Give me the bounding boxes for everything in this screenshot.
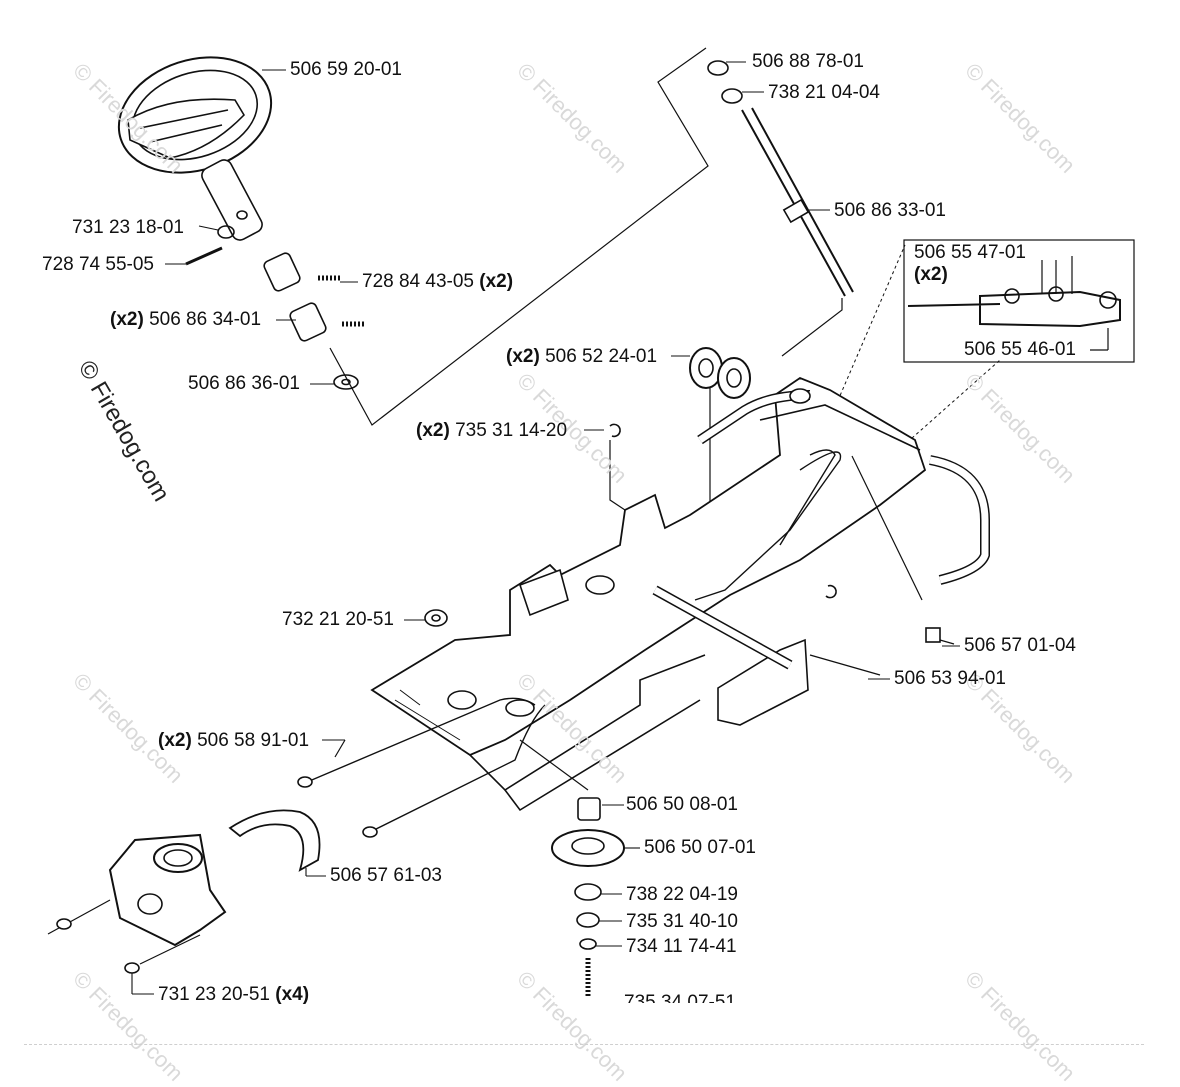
label-main-pulley: 506 50 07-01 bbox=[644, 837, 756, 858]
steering-wheel-drawing bbox=[117, 56, 273, 241]
label-bolt-frame: 506 57 01-04 bbox=[964, 635, 1076, 656]
label-bushing-top: 506 88 78-01 bbox=[752, 51, 864, 72]
detail-inset bbox=[903, 239, 1135, 363]
label-bushing-pulley: 506 50 08-01 bbox=[626, 794, 738, 815]
label-clip: (x2) 735 31 14-20 bbox=[416, 420, 568, 441]
leader-lines bbox=[131, 61, 960, 995]
steering-shaft-drawing bbox=[707, 60, 854, 297]
label-cable-clamp: 506 55 47-01 bbox=[914, 242, 1026, 263]
label-set-screw: 728 84 43-05 (x2) bbox=[362, 271, 514, 292]
label-washer-wheel: 506 86 36-01 bbox=[188, 373, 300, 394]
label-screw-wheel: 728 74 55-05 bbox=[42, 254, 154, 275]
bracket-drawing bbox=[228, 809, 321, 872]
label-bolt-bottom: 735 34 07-51 bbox=[624, 992, 736, 1003]
label-nut-gear: 731 23 20-51 (x4) bbox=[158, 984, 310, 1005]
label-pin: 506 53 94-01 bbox=[894, 668, 1006, 689]
label-nut-frame: 732 21 20-51 bbox=[282, 609, 394, 630]
label-cable: (x2) 506 58 91-01 bbox=[158, 730, 310, 751]
steering-gear-drawing bbox=[47, 833, 227, 974]
bottom-divider bbox=[24, 1044, 1144, 1045]
label-steering-shaft: 506 86 33-01 bbox=[834, 200, 946, 221]
label-cable-end: 506 55 46-01 bbox=[964, 339, 1076, 360]
label-bearing-top: 738 21 04-04 bbox=[768, 82, 880, 103]
label-bracket: 506 57 61-03 bbox=[330, 865, 442, 886]
left-hardware-drawing bbox=[185, 210, 364, 390]
label-ring: 735 31 40-10 bbox=[626, 911, 738, 932]
frame-nut-drawing bbox=[424, 609, 448, 627]
pulley-stack-drawing bbox=[519, 739, 625, 998]
label-bearing-pulley: 738 22 04-19 bbox=[626, 884, 738, 905]
steering-parts-diagram bbox=[47, 47, 1135, 998]
label-coupling: (x2) 506 86 34-01 bbox=[110, 309, 262, 330]
label-cable-clamp-qty: (x2) bbox=[914, 264, 948, 285]
label-nut-wheel: 731 23 18-01 bbox=[72, 217, 184, 238]
label-steering-wheel: 506 59 20-01 bbox=[290, 59, 402, 80]
pulley-pair-drawing bbox=[689, 347, 751, 580]
label-pulley: (x2) 506 52 24-01 bbox=[506, 346, 658, 367]
label-washer-pulley: 734 11 74-41 bbox=[626, 936, 737, 957]
frame-drawing bbox=[370, 376, 990, 812]
